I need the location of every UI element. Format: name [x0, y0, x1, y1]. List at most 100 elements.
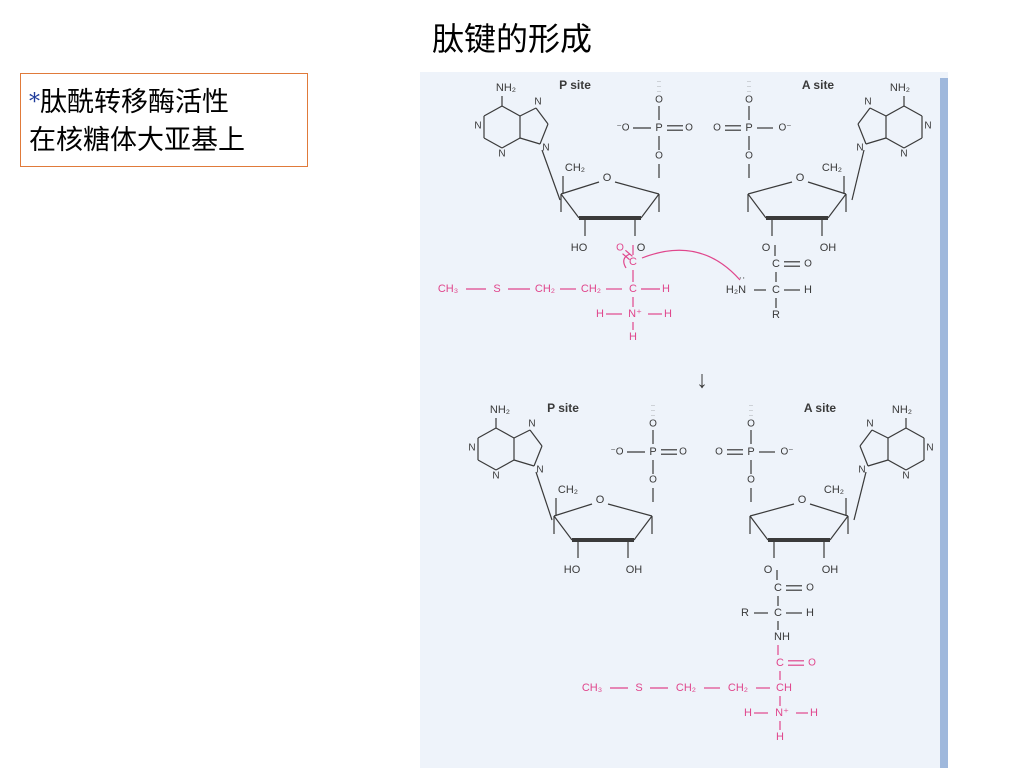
- atom-label: P: [655, 122, 662, 134]
- bond-line: [869, 107, 887, 117]
- atom-label: C: [774, 607, 782, 619]
- bond-line: [807, 181, 847, 195]
- atom-label: CH₂: [581, 283, 601, 295]
- atom-label: H: [806, 607, 814, 619]
- bond-line: [747, 193, 767, 219]
- bond-line: [483, 105, 503, 117]
- dot-mark: ··: [651, 408, 655, 414]
- dot-mark: ··: [749, 408, 753, 414]
- nh2-label: NH₂: [892, 404, 912, 416]
- dot-mark: ··: [749, 403, 753, 409]
- a-site-label-2: A site: [804, 401, 837, 415]
- amine-label: H₂N: [726, 284, 746, 296]
- bond-line: [827, 193, 847, 219]
- lone-pair: ··: [739, 273, 746, 284]
- atom-label: N: [864, 97, 871, 108]
- bond-line: [607, 503, 653, 517]
- atom-label: O: [649, 419, 657, 430]
- slide-title: 肽键的形成: [431, 20, 592, 58]
- atom-label: HO: [571, 242, 588, 254]
- atom-label: N: [542, 143, 549, 154]
- nh2-label: NH₂: [490, 404, 510, 416]
- bond-line: [560, 193, 580, 219]
- bond-line: [903, 105, 923, 117]
- bond-line: [853, 471, 867, 521]
- atom-label: C: [629, 283, 637, 295]
- bond-line: [871, 429, 889, 439]
- figure-edge: [940, 78, 948, 768]
- atom-label: C: [774, 582, 782, 594]
- bond-line: [495, 427, 515, 439]
- dot-mark: ··: [749, 413, 753, 419]
- bond-line: [859, 445, 869, 467]
- dot-mark: ··: [747, 84, 751, 90]
- bond-line: [885, 105, 905, 117]
- bond-line: [633, 515, 653, 541]
- atom-label: H: [804, 284, 812, 296]
- bullet-icon: *: [29, 90, 40, 115]
- bond-line: [905, 427, 925, 439]
- atom-label: O: [745, 151, 753, 162]
- bond-line: [809, 503, 849, 517]
- dot-mark: ··: [657, 79, 661, 85]
- bond-line: [747, 181, 793, 195]
- ch2-label: CH₂: [824, 484, 844, 496]
- atom-label: O: [762, 242, 771, 254]
- ch2-label: CH₂: [822, 162, 842, 174]
- nh-label: NH: [774, 631, 790, 643]
- atom-label: CH₂: [728, 682, 748, 694]
- bond-line: [851, 149, 865, 201]
- atom-label: O: [596, 494, 605, 506]
- dot-mark: ··: [651, 403, 655, 409]
- atom-label: C: [629, 256, 637, 268]
- dot-mark: ··: [657, 84, 661, 90]
- bond-line: [749, 503, 795, 517]
- atom-label: O: [808, 658, 816, 669]
- bond-line: [749, 515, 769, 541]
- atom-label: P: [649, 446, 656, 458]
- atom-label: S: [635, 682, 642, 694]
- dot-mark: ··: [657, 89, 661, 95]
- nh2-label: NH₂: [890, 82, 910, 94]
- atom-label: C: [776, 657, 784, 669]
- atom-label: H: [776, 731, 784, 743]
- bond-line: [614, 181, 660, 195]
- bond-line: [519, 107, 537, 117]
- bond-line: [885, 137, 905, 149]
- dot-mark: ··: [747, 89, 751, 95]
- atom-label: O: [804, 259, 812, 270]
- atom-label: O: [764, 564, 773, 576]
- atom-label: CH₂: [535, 283, 555, 295]
- bond-line: [903, 137, 923, 149]
- atom-label: P: [747, 446, 754, 458]
- atom-label: N: [856, 143, 863, 154]
- bond-line: [513, 429, 531, 439]
- bond-line: [887, 427, 907, 439]
- bond-line: [519, 137, 541, 145]
- atom-label: CH₃: [438, 283, 458, 295]
- bond-line: [865, 137, 887, 145]
- atom-label: N: [900, 149, 907, 160]
- bond-line: [541, 149, 561, 201]
- atom-label: N: [858, 465, 865, 476]
- bond-line: [477, 427, 497, 439]
- nh2-label: NH₂: [496, 82, 516, 94]
- atom-label: O: [798, 494, 807, 506]
- ch2-label: CH₂: [558, 484, 578, 496]
- atom-label: H: [664, 308, 672, 320]
- atom-label: CH₂: [676, 682, 696, 694]
- bond-line: [867, 459, 889, 467]
- atom-label: H: [810, 707, 818, 719]
- bond-line: [513, 459, 535, 467]
- bond-line: [640, 193, 660, 219]
- atom-label: P: [745, 122, 752, 134]
- atom-label: N: [536, 465, 543, 476]
- a-site-label: A site: [802, 78, 835, 92]
- atom-label: N⁺: [775, 707, 789, 719]
- atom-label: N: [492, 471, 499, 482]
- bond-line: [857, 123, 867, 145]
- atom-label: O: [745, 95, 753, 106]
- atom-label: ⁻O: [610, 447, 623, 458]
